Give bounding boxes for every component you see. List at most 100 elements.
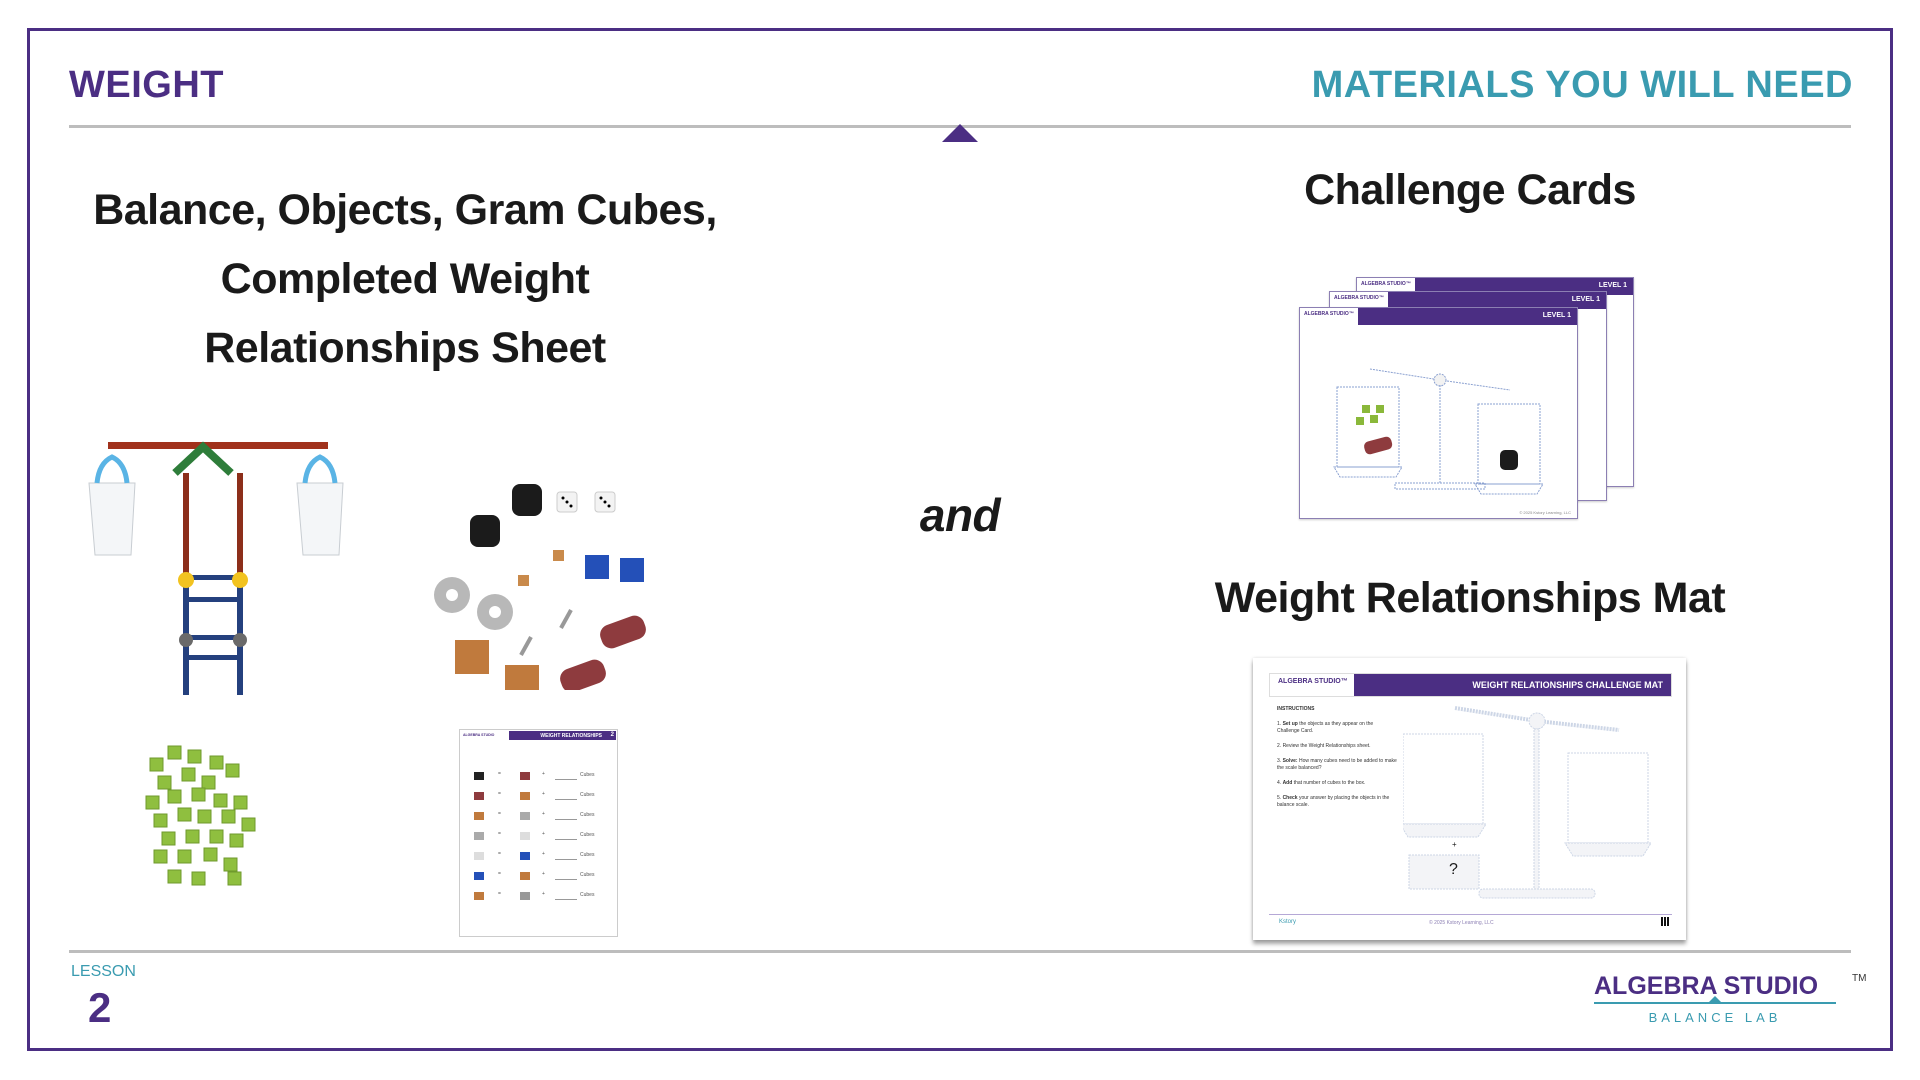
instruction-item: 1. Set up the objects as they appear on … bbox=[1277, 721, 1374, 734]
rubber-stopper bbox=[470, 515, 500, 547]
blue-block bbox=[620, 558, 644, 582]
mat-logo: ALGEBRA STUDIO™ bbox=[1278, 678, 1348, 685]
heading-line: Relationships Sheet bbox=[204, 324, 606, 372]
paper-clip bbox=[559, 609, 573, 629]
gram-cube bbox=[229, 833, 244, 848]
slide-frame bbox=[27, 28, 1893, 1051]
instruction-bold: Set up bbox=[1282, 721, 1298, 727]
instruction-bold: Check bbox=[1282, 795, 1298, 801]
gram-cube bbox=[191, 787, 206, 802]
gram-cube bbox=[197, 809, 212, 824]
card-balance-drawing bbox=[1333, 368, 1544, 495]
card-level: LEVEL 1 bbox=[1542, 312, 1571, 319]
sheet-row: = + Cubes bbox=[470, 830, 615, 842]
gram-cube bbox=[185, 829, 200, 844]
gram-cube bbox=[149, 757, 164, 772]
mat-header-title: WEIGHT RELATIONSHIPS CHALLENGE MAT bbox=[1354, 674, 1671, 696]
plus-sign: + bbox=[542, 771, 545, 777]
gram-cube bbox=[209, 829, 224, 844]
sheet-row: = + Cubes bbox=[470, 890, 615, 902]
cubes-label: Cubes bbox=[580, 892, 595, 898]
cubes-label: Cubes bbox=[580, 872, 595, 878]
lesson-number: 2 bbox=[88, 984, 112, 1031]
gram-cube bbox=[223, 857, 238, 872]
equals-sign: = bbox=[498, 791, 501, 797]
weight-relationships-mat: ALGEBRA STUDIO™ WEIGHT RELATIONSHIPS CHA… bbox=[1253, 658, 1686, 940]
card-level: LEVEL 1 bbox=[1571, 296, 1600, 303]
challenge-cards-title: Challenge Cards bbox=[1304, 166, 1636, 214]
gram-cube bbox=[167, 789, 182, 804]
plus-sign: + bbox=[542, 811, 545, 817]
sheet-row: =+Cubes bbox=[470, 770, 615, 782]
plus-sign: + bbox=[542, 831, 545, 837]
instruction-text: Review the Weight Relationships sheet. bbox=[1282, 743, 1371, 749]
mat-header: ALGEBRA STUDIO™ WEIGHT RELATIONSHIPS CHA… bbox=[1269, 673, 1672, 697]
instruction-text: that number of cubes to the box. bbox=[1292, 780, 1366, 786]
instruction-bold: Solve: bbox=[1282, 758, 1298, 764]
equals-sign: = bbox=[498, 851, 501, 857]
instruction-item: 2. Review the Weight Relationships sheet… bbox=[1277, 743, 1371, 749]
cubes-label: Cubes bbox=[580, 832, 595, 838]
sheet-logo: ALGEBRA STUDIO bbox=[461, 731, 509, 740]
equals-sign: = bbox=[498, 811, 501, 817]
gram-cube bbox=[225, 763, 240, 778]
equals-sign: = bbox=[498, 871, 501, 877]
mat-footer-brand: Kstory bbox=[1279, 919, 1297, 925]
brand-logo: ALGEBRA STUDIO bbox=[1594, 972, 1819, 1000]
card-level: LEVEL 1 bbox=[1598, 282, 1627, 289]
sheet-row: = + Cubes bbox=[470, 870, 615, 882]
die bbox=[556, 491, 578, 513]
mat-footer: Kstory © 2025 Kstory Learning, LLC bbox=[1269, 914, 1672, 930]
instruction-item: 5. Check your answer by placing the obje… bbox=[1277, 795, 1390, 808]
card-footer: © 2025 Kstory Learning, LLC bbox=[1519, 510, 1571, 515]
plus-sign: + bbox=[542, 871, 545, 877]
plus-sign: + bbox=[542, 891, 545, 897]
instruction-text: your answer by placing the objects in th… bbox=[1277, 795, 1390, 808]
gram-cube bbox=[221, 809, 236, 824]
materials-heading: MATERIALS YOU WILL NEED bbox=[1311, 64, 1853, 106]
gram-cube bbox=[161, 831, 176, 846]
balance-beam bbox=[108, 442, 328, 449]
washer bbox=[434, 577, 470, 613]
equals-sign: = bbox=[498, 831, 501, 837]
mat-footer-copyright: © 2025 Kstory Learning, LLC bbox=[1429, 920, 1494, 926]
eraser bbox=[560, 659, 606, 690]
card-logo: ALGEBRA STUDIO™ bbox=[1330, 292, 1388, 309]
gram-cube bbox=[157, 775, 172, 790]
logo-triangle-icon bbox=[1709, 996, 1721, 1002]
card-logo: ALGEBRA STUDIO™ bbox=[1300, 308, 1358, 325]
rubber-stopper bbox=[512, 484, 542, 516]
gram-cube bbox=[203, 847, 218, 862]
balance-scale-image bbox=[88, 441, 344, 695]
instruction-bold: Add bbox=[1282, 780, 1293, 786]
blue-block bbox=[585, 555, 609, 579]
small-cube bbox=[518, 575, 529, 586]
die bbox=[594, 491, 616, 513]
sheet-lesson-number: 2 bbox=[610, 732, 614, 738]
cubes-label: Cubes bbox=[580, 852, 595, 858]
and-connector: and bbox=[919, 489, 1001, 541]
instruction-item: 4. Add that number of cubes to the box. bbox=[1277, 780, 1366, 786]
small-cube bbox=[553, 550, 564, 561]
washer bbox=[477, 594, 513, 630]
mat-balance-drawing bbox=[1403, 706, 1652, 899]
wood-cube bbox=[505, 665, 539, 690]
equals-sign: = bbox=[498, 891, 501, 897]
sheet-header: WEIGHT RELATIONSHIPS bbox=[461, 731, 616, 740]
wood-cube bbox=[455, 640, 489, 674]
instruction-item: 3. Solve: How many cubes need to be adde… bbox=[1277, 758, 1397, 771]
left-materials-heading: Balance, Objects, Gram Cubes, Completed … bbox=[30, 176, 780, 383]
mat-question-mark: ? bbox=[1449, 861, 1458, 878]
weight-relationships-sheet: WEIGHT RELATIONSHIPS ALGEBRA STUDIO 2 = +… bbox=[459, 729, 618, 937]
mat-plus: + bbox=[1452, 840, 1457, 849]
brand-trademark: TM bbox=[1852, 973, 1867, 984]
gram-cube bbox=[181, 767, 196, 782]
gram-cube bbox=[167, 869, 182, 884]
footer-divider bbox=[69, 950, 1851, 953]
heading-line: Balance, Objects, Gram Cubes, bbox=[93, 186, 717, 234]
gram-cube bbox=[153, 849, 168, 864]
gram-cube bbox=[177, 849, 192, 864]
plus-sign: + bbox=[542, 791, 545, 797]
gram-cubes-image bbox=[145, 745, 256, 886]
gram-cube bbox=[227, 871, 242, 886]
